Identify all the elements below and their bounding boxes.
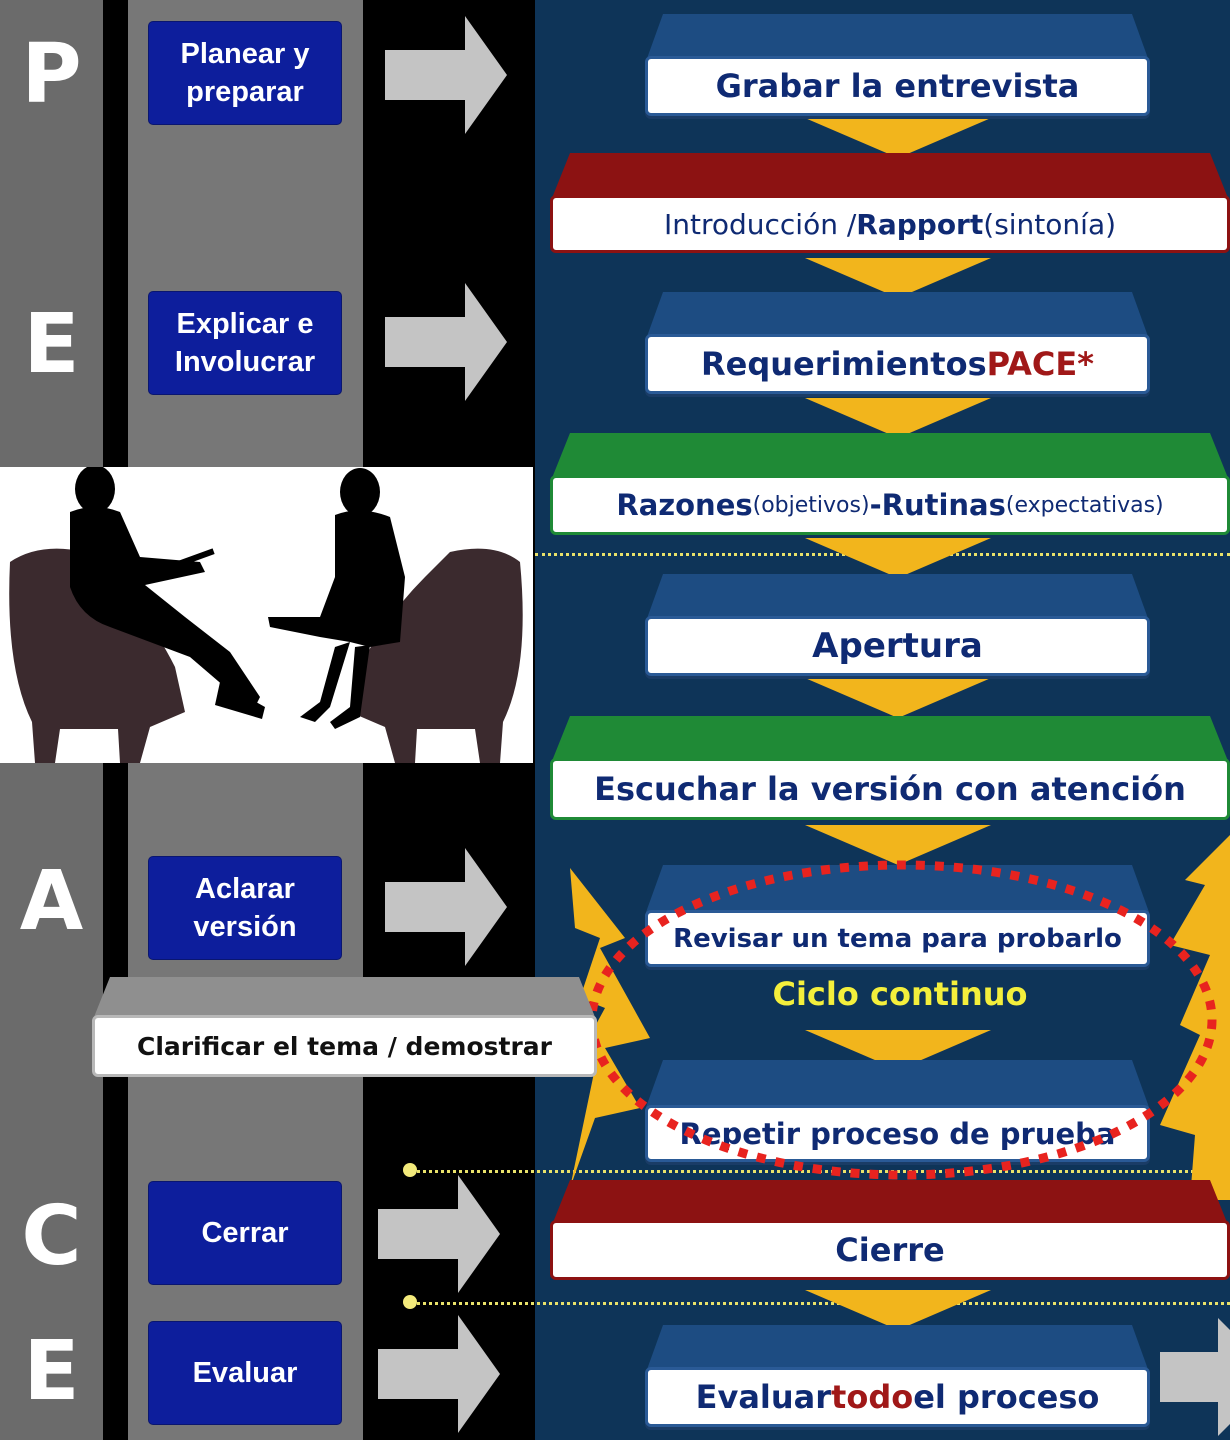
interview-illustration (0, 465, 533, 763)
right-arrow-icon (385, 848, 507, 966)
stage-cap (645, 1060, 1150, 1110)
step-label: versión (193, 911, 297, 943)
stage-cap (550, 433, 1230, 483)
section-divider (410, 1302, 1230, 1305)
stage-label: Cierre (550, 1220, 1230, 1280)
stage-text-part: todo (831, 1378, 914, 1416)
letter-p: P (21, 27, 82, 122)
stage-label: Evaluar todo el proceso (645, 1367, 1150, 1427)
stage-text-part: Evaluar (695, 1378, 832, 1416)
letter-e: E (23, 297, 80, 392)
step-label: Evaluar (192, 1357, 298, 1389)
stage-label: Requerimientos PACE* (645, 334, 1150, 394)
stage-text-part: (objetivos) (752, 492, 870, 518)
stage-apertura: Apertura (645, 574, 1150, 676)
cycle-ellipse (587, 860, 1217, 1180)
step-aclarar-button: Aclarar versión (149, 857, 341, 959)
clarify-label: Clarificar el tema / demostrar (92, 1015, 597, 1077)
stage-cap (645, 574, 1150, 624)
step-planear-button: Planear y preparar (149, 22, 341, 124)
down-arrow-icon (805, 678, 991, 718)
stage-text-part: - (869, 488, 882, 522)
stage-text-part: Requerimientos (701, 345, 987, 383)
stage-text-part: Introducción / (663, 207, 857, 241)
step-label: preparar (186, 76, 304, 108)
down-arrow-icon (805, 1290, 991, 1330)
stage-text-part: Rapport (856, 207, 984, 241)
stage-label: Revisar un tema para probarlo (645, 910, 1150, 967)
stage-cap (550, 716, 1230, 766)
down-arrow-icon (805, 825, 991, 865)
stage-cierre: Cierre (550, 1180, 1230, 1280)
stage-label: Grabar la entrevista (645, 56, 1150, 116)
stage-text-part: (expectativas) (1005, 492, 1164, 518)
stage-label: Introducción / Rapport (sintonía) (550, 195, 1230, 253)
stage-requerimientos: Requerimientos PACE* (645, 292, 1150, 394)
stage-label: Repetir proceso de prueba (645, 1105, 1150, 1162)
step-explicar-button: Explicar e Involucrar (149, 292, 341, 394)
cycle-label: Ciclo continuo (772, 975, 1028, 1013)
stage-cap (550, 1180, 1230, 1230)
step-evaluar-button: Evaluar (149, 1322, 341, 1424)
stage-cap (645, 1325, 1150, 1375)
step-label: Explicar e (176, 308, 314, 340)
step-label: Planear y (180, 38, 310, 70)
stage-razones: Razones (objetivos) - Rutinas (expectati… (550, 433, 1230, 535)
down-arrow-icon (805, 118, 991, 158)
stage-grabar: Grabar la entrevista (645, 14, 1150, 116)
step-label: Involucrar (174, 346, 316, 378)
down-arrow-icon (805, 1030, 991, 1070)
right-arrow-icon (385, 283, 507, 401)
stage-text-part: el proceso (913, 1378, 1100, 1416)
stage-cap (645, 292, 1150, 342)
down-arrow-icon (805, 258, 991, 298)
stage-cap (645, 14, 1150, 64)
step-cerrar-button: Cerrar (149, 1182, 341, 1284)
letter-c: C (21, 1189, 82, 1284)
stage-text-part: Rutinas (881, 488, 1006, 522)
stage-repetir: Repetir proceso de prueba (645, 1060, 1150, 1162)
stage-label: Razones (objetivos) - Rutinas (expectati… (550, 475, 1230, 535)
stage-label: Escuchar la versión con atención (550, 758, 1230, 820)
down-arrow-icon (805, 398, 991, 438)
stage-cap (92, 977, 597, 1022)
down-arrow-icon (805, 538, 991, 578)
stage-cap (550, 153, 1230, 203)
step-label: Cerrar (201, 1217, 289, 1249)
divider-dot (403, 1163, 417, 1177)
right-cycle-bolt-icon (1160, 835, 1230, 1200)
stage-label: Apertura (645, 616, 1150, 676)
stage-text-part: Razones (616, 488, 753, 522)
right-arrow-icon (1160, 1318, 1230, 1436)
right-arrow-icon (385, 16, 507, 134)
right-arrow-icon (378, 1175, 500, 1293)
letter-a: A (19, 854, 84, 949)
left-cycle-bolt-icon (570, 868, 650, 1188)
clarify-box: Clarificar el tema / demostrar (92, 977, 597, 1077)
stage-intro: Introducción / Rapport (sintonía) (550, 153, 1230, 253)
stage-escuchar: Escuchar la versión con atención (550, 716, 1230, 820)
divider-dot (403, 1295, 417, 1309)
interview-silhouette-icon (9, 465, 523, 763)
stage-revisar: Revisar un tema para probarlo (645, 865, 1150, 967)
letter-e-final: E (23, 1324, 80, 1419)
right-arrow-icon (378, 1315, 500, 1433)
step-label: Aclarar (195, 873, 295, 905)
stage-text-part: PACE* (986, 345, 1094, 383)
stage-text-part: (sintonía) (983, 207, 1117, 241)
stage-evaluar: Evaluar todo el proceso (645, 1325, 1150, 1427)
